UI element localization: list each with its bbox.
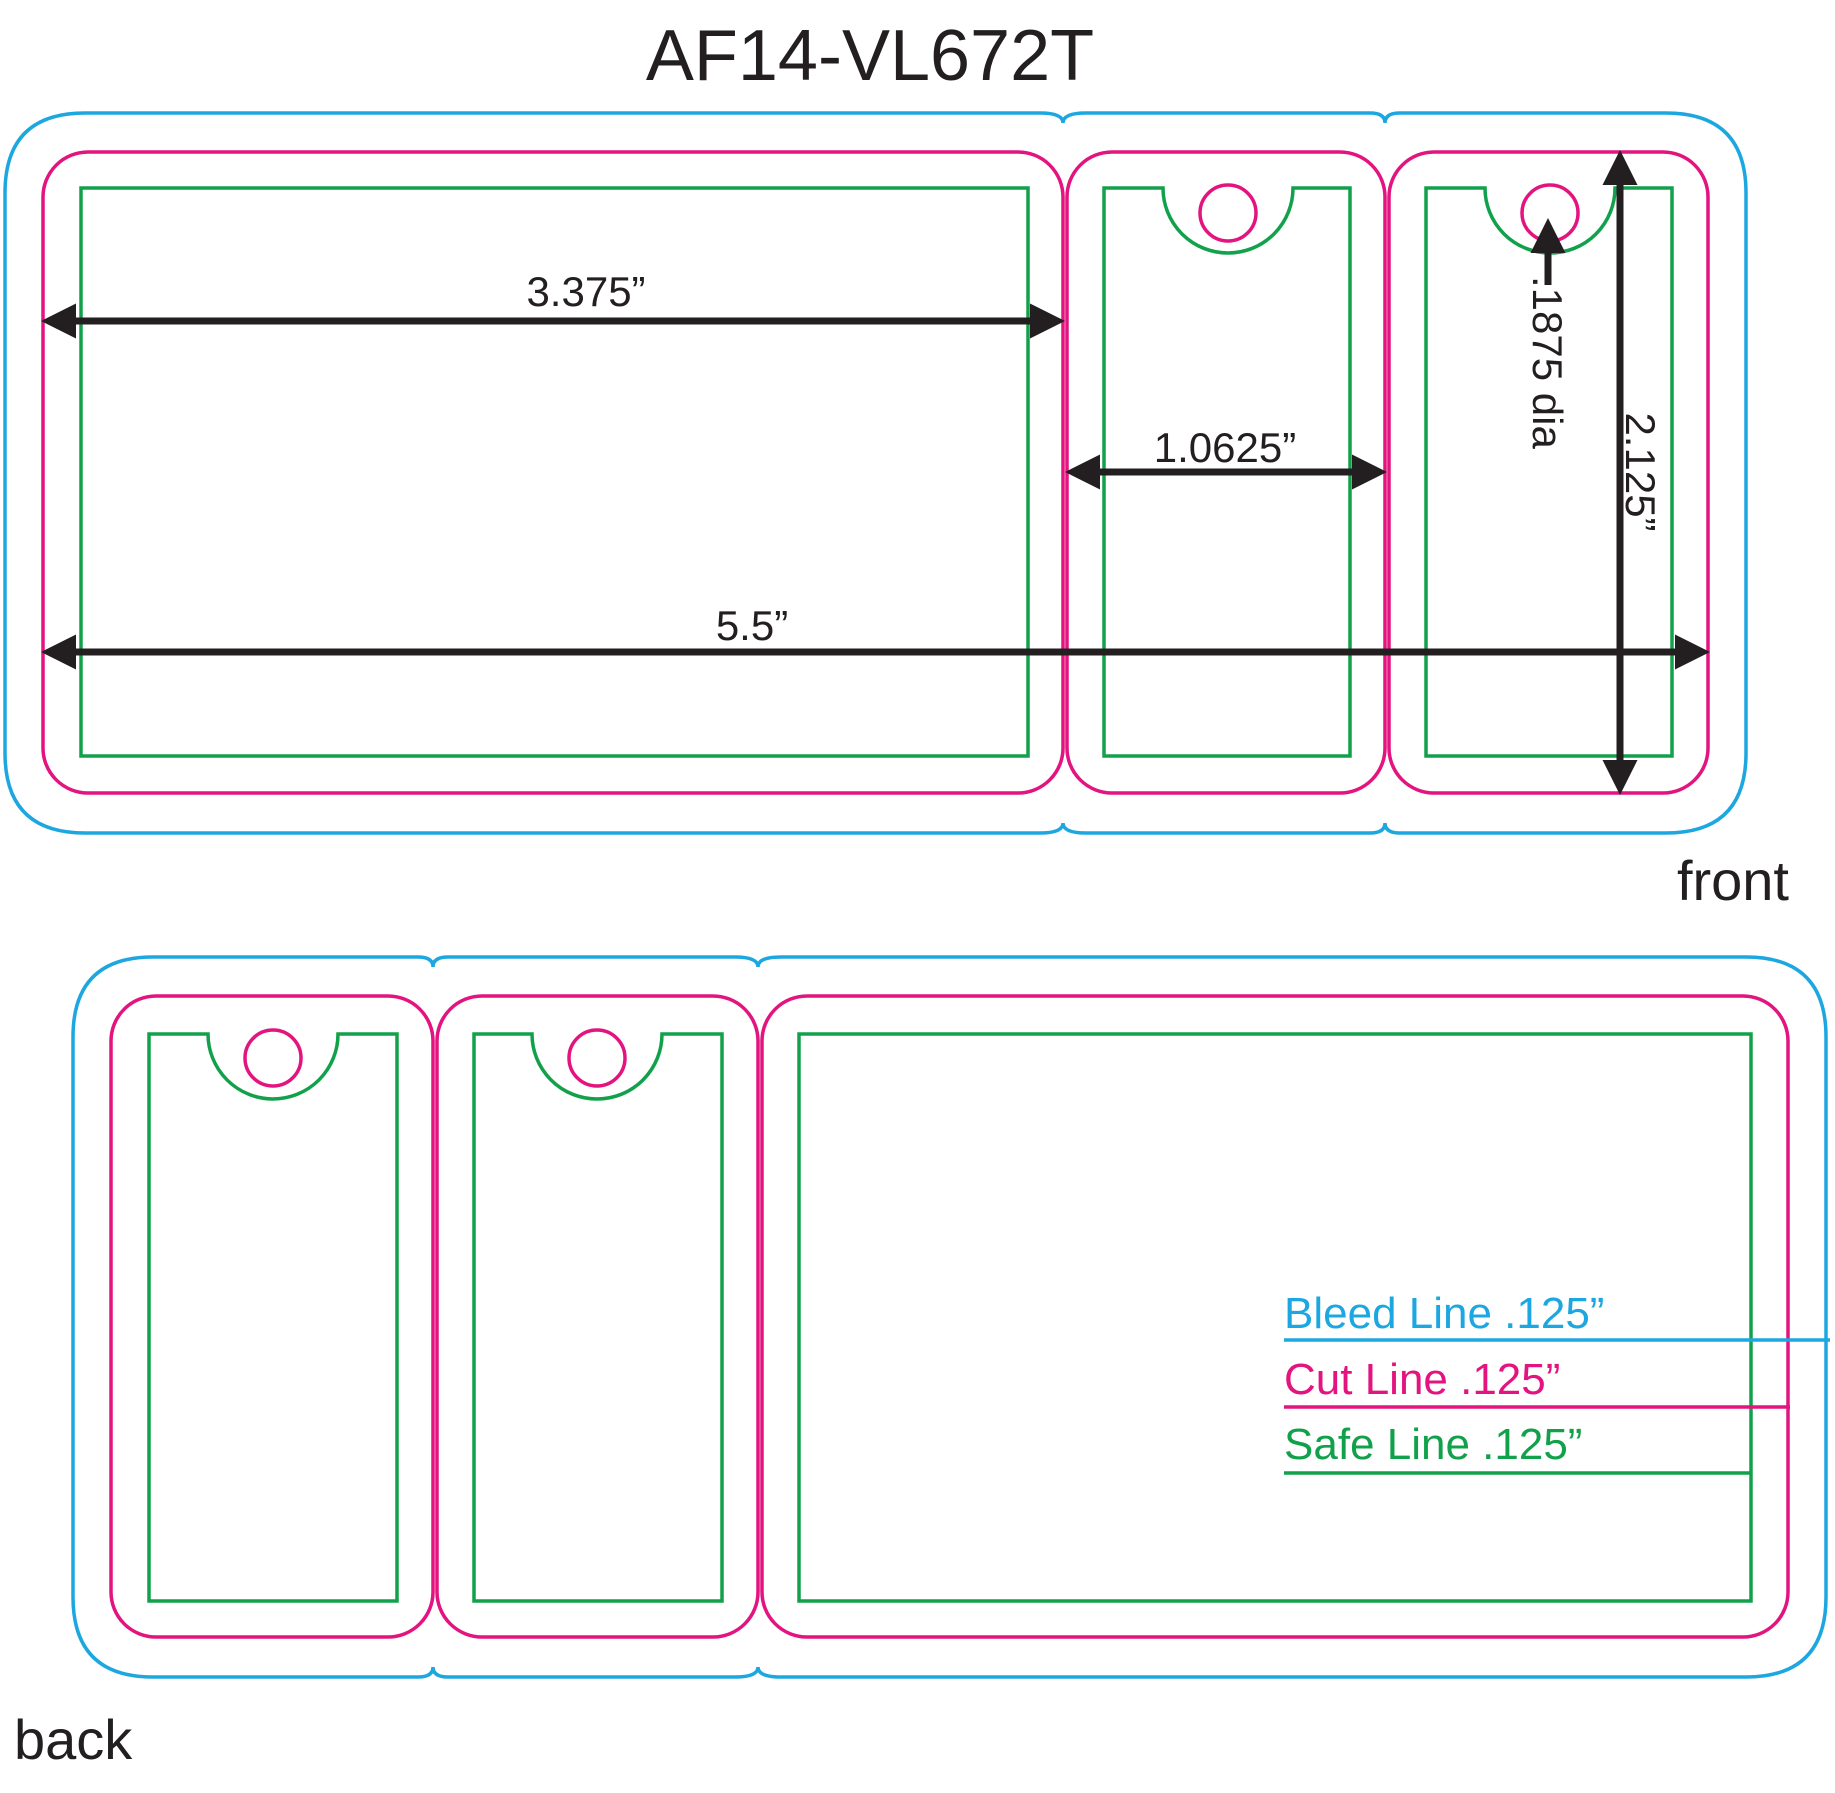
dimension-label-hole-diameter: .1875 dia <box>1524 276 1571 449</box>
back-cut-line-panel-3 <box>760 994 1790 1639</box>
front-safe-line-panel-2 <box>1102 186 1352 758</box>
back-cut-line-panel-1 <box>109 994 435 1639</box>
front-layout: 3.375” 1.0625” 5.5” 2.125” .1875 dia <box>3 111 1748 835</box>
legend-label-cut: Cut Line .125” <box>1284 1355 1560 1404</box>
back-safe-line-panel-2 <box>472 1032 724 1603</box>
dimension-label-5-5: 5.5” <box>716 602 788 649</box>
dimension-label-2-125: 2.125” <box>1617 412 1664 531</box>
back-safe-line-panel-3 <box>797 1032 1753 1603</box>
back-layout <box>71 955 1828 1679</box>
front-cut-line-panel-3 <box>1387 150 1710 795</box>
back-cut-line-panel-2 <box>435 994 760 1639</box>
page-title: AF14-VL672T <box>646 16 1094 96</box>
dimension-label-1-0625: 1.0625” <box>1154 424 1296 471</box>
back-bleed-line <box>71 955 1828 1679</box>
front-bleed-line <box>3 111 1748 835</box>
legend-item-safe: Safe Line .125” <box>1284 1420 1751 1475</box>
back-safe-line-panel-1 <box>147 1032 399 1603</box>
front-label: front <box>1677 849 1789 912</box>
back-label: back <box>14 1708 133 1771</box>
front-cut-line-panel-1 <box>41 150 1065 795</box>
back-hole-panel-1 <box>243 1028 303 1088</box>
back-hole-panel-2 <box>567 1028 627 1088</box>
legend-item-cut: Cut Line .125” <box>1284 1355 1790 1409</box>
legend-item-bleed: Bleed Line .125” <box>1284 1289 1830 1342</box>
dimension-label-3-375: 3.375” <box>526 268 645 315</box>
front-safe-line-panel-1 <box>79 186 1030 758</box>
legend: Bleed Line .125” Cut Line .125” Safe Lin… <box>1284 1289 1830 1475</box>
front-hole-panel-2 <box>1198 183 1258 243</box>
legend-label-bleed: Bleed Line .125” <box>1284 1289 1604 1338</box>
legend-label-safe: Safe Line .125” <box>1284 1420 1582 1469</box>
